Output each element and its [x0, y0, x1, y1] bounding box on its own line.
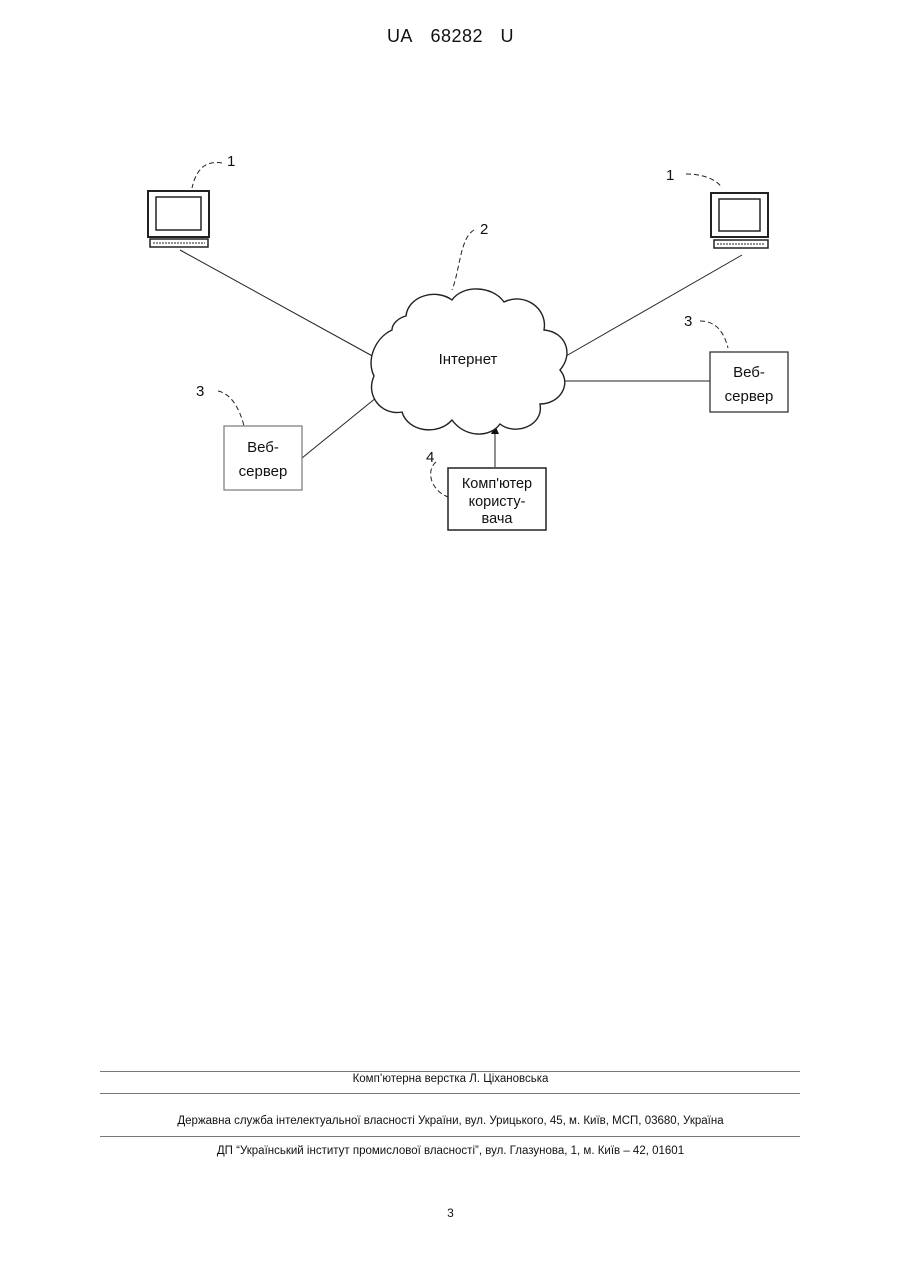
ref-numeral-4: 4	[426, 449, 434, 466]
cloud-label: Інтернет	[439, 351, 498, 368]
ref-numeral-3: 3	[684, 313, 692, 330]
web-server-label: сервер	[239, 463, 288, 480]
ref-numeral-1: 1	[227, 153, 235, 170]
link-left-computer	[180, 250, 376, 358]
user-computer-label: користу-	[469, 494, 526, 510]
page-number: 3	[0, 1206, 901, 1220]
layout-credit: Комп’ютерна верстка Л. Ціхановська	[0, 1073, 901, 1085]
footer-divider	[100, 1093, 800, 1094]
link-right-computer	[566, 255, 742, 356]
link-left-server	[302, 393, 382, 458]
web-server-label: сервер	[725, 388, 774, 405]
user-computer-label: Комп'ютер	[462, 476, 532, 492]
leader-line	[431, 462, 448, 497]
user-computer-label: вача	[482, 511, 514, 527]
web-server-box: Веб- сервер	[710, 352, 788, 412]
ref-numeral-3: 3	[196, 383, 204, 400]
footer-divider	[100, 1071, 800, 1072]
computer-icon	[711, 193, 768, 248]
leader-line	[218, 391, 244, 426]
leader-line	[700, 321, 728, 348]
computer-icon	[148, 191, 209, 247]
web-server-box: Веб- сервер	[224, 426, 302, 490]
leader-line	[192, 162, 222, 188]
user-computer-box: Комп'ютер користу- вача	[448, 468, 546, 530]
leader-line	[686, 174, 722, 188]
patent-office-address: Державна служба інтелектуальної власност…	[0, 1115, 901, 1127]
web-server-label: Веб-	[733, 364, 765, 381]
network-diagram: Інтернет 1 1 2 3 3 4 Веб- сервер Веб- се…	[0, 0, 901, 600]
ref-numeral-2: 2	[480, 221, 488, 238]
institute-address: ДП “Український інститут промислової вла…	[0, 1145, 901, 1157]
ref-numeral-1: 1	[666, 167, 674, 184]
web-server-label: Веб-	[247, 439, 279, 456]
footer-divider	[100, 1136, 800, 1137]
leader-line	[452, 230, 474, 290]
